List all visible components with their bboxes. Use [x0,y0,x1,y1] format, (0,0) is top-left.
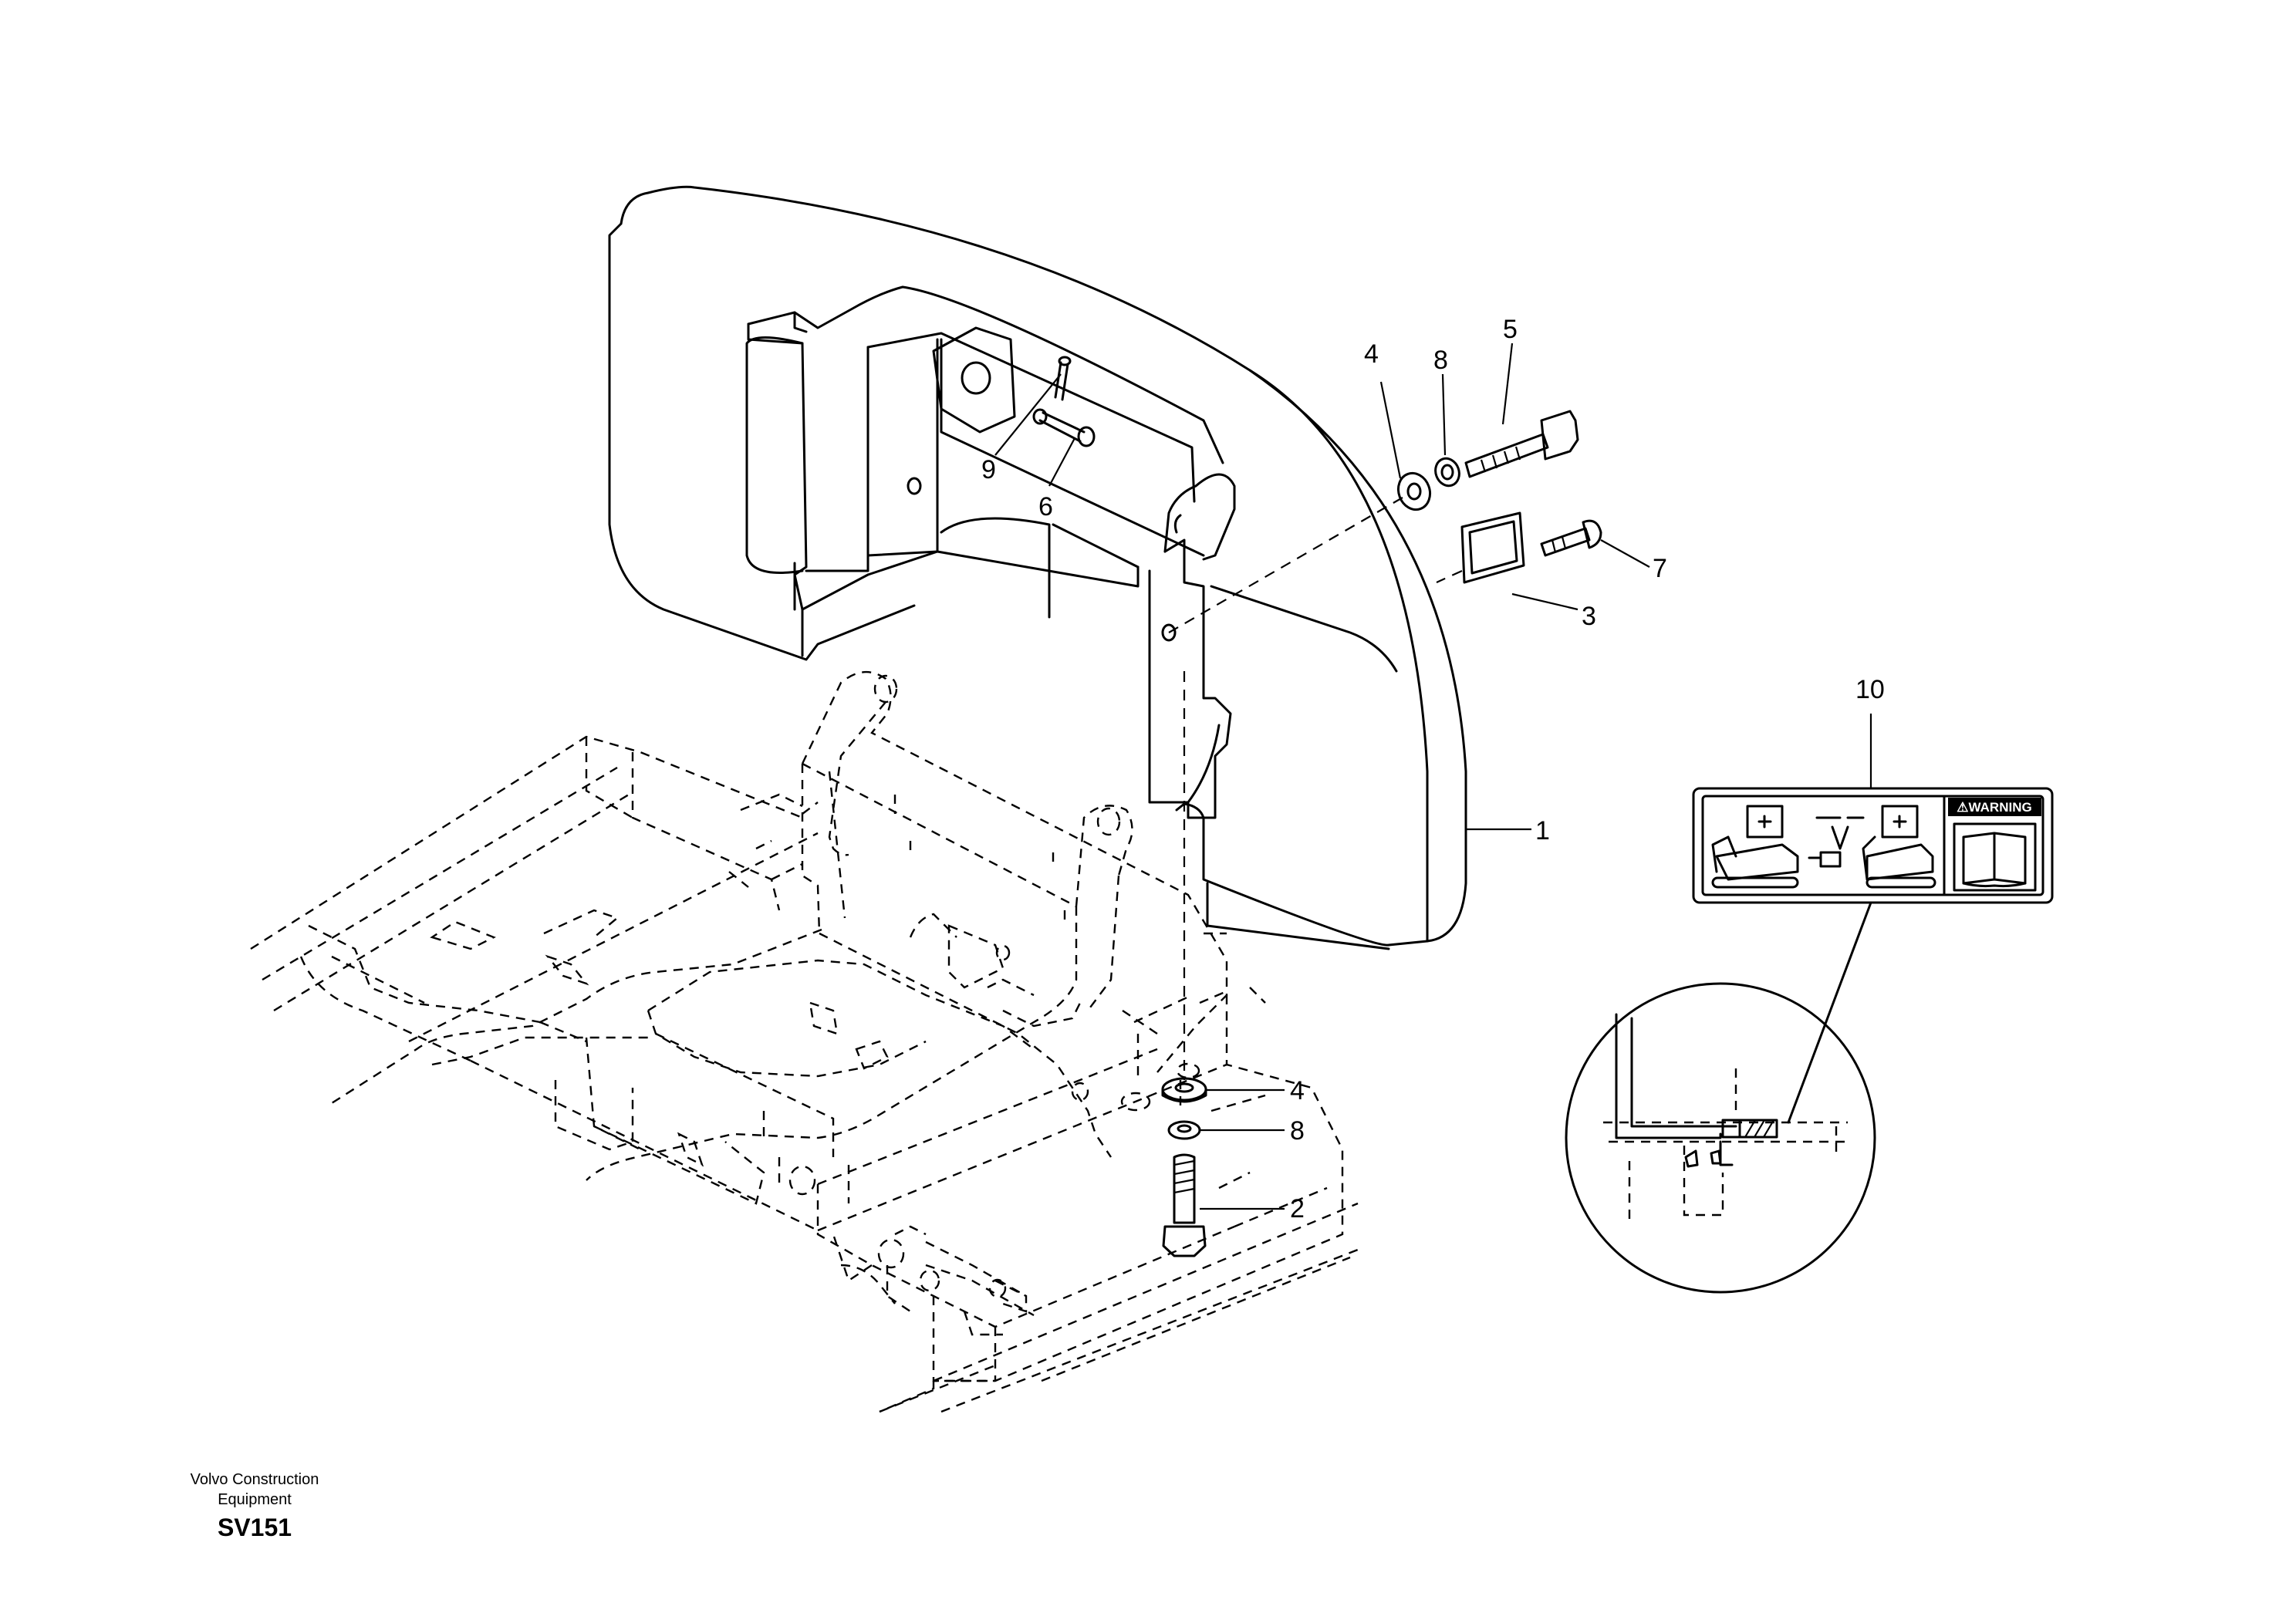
manual-book-icon [1962,882,2027,888]
warning-header-bar [1948,798,2041,816]
centerline-plate [1436,569,1463,584]
callout-6: 6 [1038,492,1053,521]
footer-company: Volvo Construction Equipment [154,1470,355,1510]
footer-company-line2: Equipment [218,1491,292,1508]
key-icon [1808,816,1865,868]
centerline-upper [1168,497,1403,633]
callout-4-lower: 4 [1290,1076,1305,1105]
bolt-upper [1464,410,1579,478]
counterweight [608,185,1467,950]
cover-plate [1460,511,1525,584]
callout-2: 2 [1290,1194,1305,1223]
warning-header-text: ⚠WARNING [1957,800,2031,815]
pin [1032,408,1096,447]
detail-view [1565,982,1876,1294]
callout-10: 10 [1855,675,1885,704]
decal-leader-line [1787,901,1872,1124]
bolt-lower [1162,1153,1207,1257]
callout-8-upper: 8 [1433,346,1448,375]
washer-upper [1396,471,1432,511]
callout-3: 3 [1582,602,1596,631]
callout-5: 5 [1503,315,1518,344]
excavator-icon-left [1711,805,1799,889]
callout-8-lower: 8 [1290,1116,1305,1146]
screw [1540,519,1602,557]
spring-washer-lower [1167,1120,1201,1140]
leader-lines [994,343,1872,1210]
upper-frame-dashed [331,670,1228,1181]
split-pin [1054,356,1072,401]
lower-frame-dashed [250,735,1359,1413]
callout-4-upper: 4 [1364,339,1379,369]
callout-7: 7 [1653,554,1667,583]
callout-9: 9 [981,455,996,484]
warning-decal: ⚠WARNING [1692,787,2054,904]
footer-drawing-code: SV151 [217,1514,292,1541]
spring-washer-upper [1434,457,1460,488]
footer-company-line1: Volvo Construction [190,1471,319,1488]
callout-1: 1 [1535,816,1550,845]
excavator-icon-right [1862,805,1936,889]
